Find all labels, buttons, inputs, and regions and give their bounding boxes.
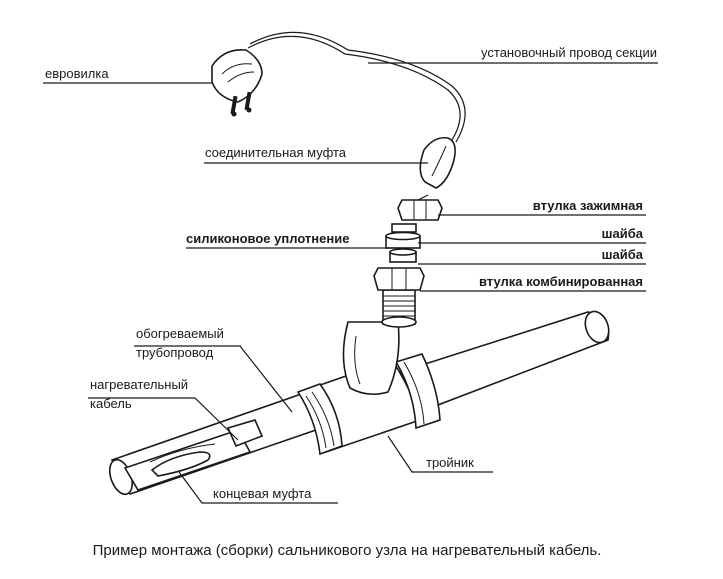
label-connector-sleeve: соединительная муфта: [205, 145, 347, 160]
label-clamp-sleeve: втулка зажимная: [533, 198, 643, 213]
label-heated-pipe-2: трубопровод: [136, 345, 214, 360]
tee-fitting-drawing: [296, 321, 441, 456]
label-washer-1: шайба: [602, 226, 644, 241]
label-washer-2: шайба: [602, 247, 644, 262]
label-end-sleeve: концевая муфта: [213, 486, 312, 501]
label-silicone-seal: силиконовое уплотнение: [186, 231, 349, 246]
wire-and-connector-drawing: [247, 31, 466, 189]
label-tee: тройник: [426, 455, 474, 470]
gland-stack-drawing: [373, 194, 443, 328]
label-combined-sleeve: втулка комбинированная: [479, 274, 643, 289]
euro-plug-drawing: [211, 49, 263, 117]
figure-caption: Пример монтажа (сборки) сальникового узл…: [93, 542, 602, 559]
label-heated-pipe-1: обогреваемый: [136, 326, 224, 341]
leader-lines: [43, 62, 658, 504]
label-install-wire: установочный провод секции: [481, 45, 657, 60]
heated-pipe-drawing: [108, 310, 610, 496]
label-heating-cable-2: кабель: [90, 396, 132, 411]
label-heating-cable-1: нагревательный: [90, 377, 188, 392]
label-eurovilka: евровилка: [45, 66, 109, 81]
